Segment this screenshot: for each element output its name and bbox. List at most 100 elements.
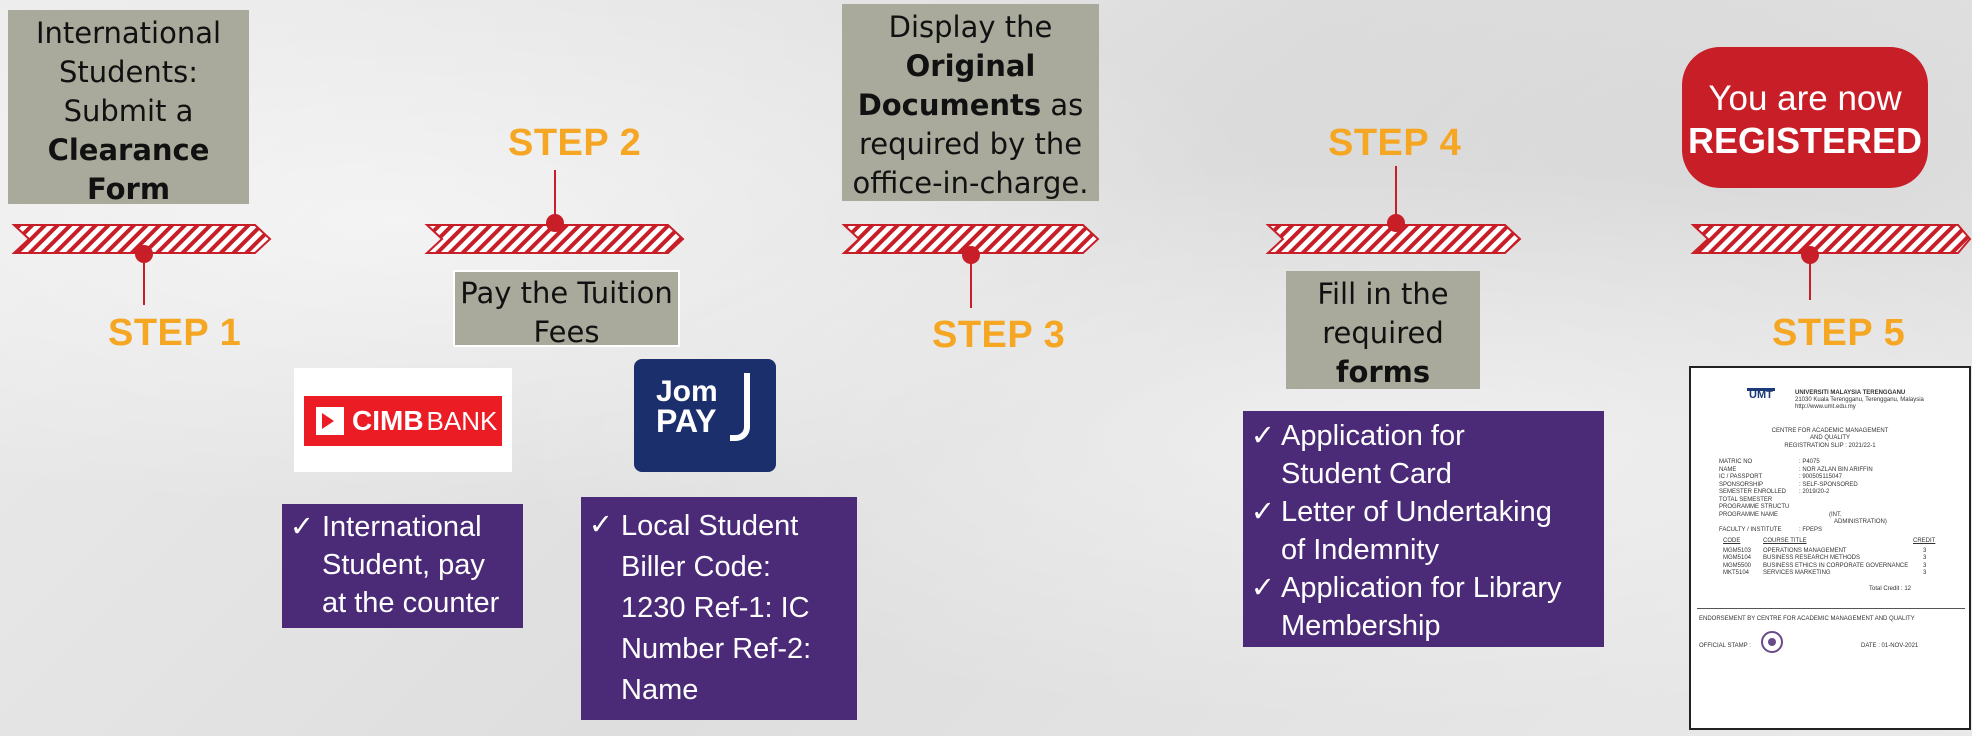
cimb-logo: CIMB BANK xyxy=(294,368,512,472)
field-value: : NOR AZLAN BIN ARIFFIN xyxy=(1799,466,1873,473)
slip-stamp-label: OFFICIAL STAMP : xyxy=(1699,643,1751,649)
course-credit: 3 xyxy=(1923,562,1927,569)
step2-label: STEP 2 xyxy=(508,122,642,164)
field-label: PROGRAMME NAME xyxy=(1719,511,1779,518)
step3-line4: required by the xyxy=(858,127,1083,161)
field-label: PROGRAMME STRUCTU xyxy=(1719,504,1790,510)
local-line: Local Student xyxy=(621,510,799,542)
field-value: : P4075 xyxy=(1799,459,1820,465)
field-value: : SELF-SPONSORED xyxy=(1799,481,1858,488)
slip-endorse: ENDORSEMENT BY CENTRE FOR ACADEMIC MANAG… xyxy=(1699,616,1915,622)
step1-box: International Students: Submit a Clearan… xyxy=(8,10,249,206)
course-header: CREDIT xyxy=(1913,538,1936,544)
check-icon: ✓ xyxy=(289,511,314,543)
jompay-line2: PAY xyxy=(656,403,717,439)
check-icon: ✓ xyxy=(588,509,613,541)
slip-uni: UNIVERSITI MALAYSIA TERENGGANU xyxy=(1795,390,1906,396)
cimb-brand: CIMB xyxy=(352,405,424,436)
check-icon: ✓ xyxy=(1250,496,1275,528)
intl-line: Student, pay xyxy=(322,549,485,581)
step2-line1: Pay the Tuition xyxy=(460,276,673,310)
slip-addr2: http://www.umt.edu.my xyxy=(1795,404,1856,410)
local-line: Name xyxy=(621,674,699,706)
slip-fields: MATRIC NO : P4075 NAME : NOR AZLAN BIN ARI… xyxy=(1719,459,1939,534)
course-title: OPERATIONS MANAGEMENT xyxy=(1763,547,1847,554)
field-value: : 900505115047 xyxy=(1799,474,1842,480)
field-label: FACULTY / INSTITUTE xyxy=(1719,526,1782,533)
forms-line: Letter of Undertaking xyxy=(1281,496,1552,528)
registered-line1: You are now xyxy=(1708,79,1902,118)
slip-title: REGISTRATION SLIP : 2021/22-1 xyxy=(1784,443,1876,449)
step3-line5: office-in-charge. xyxy=(852,166,1089,200)
slip-centre1: CENTRE FOR ACADEMIC MANAGEMENT xyxy=(1771,428,1889,434)
list-item: ✓ Application for Student Card xyxy=(1243,417,1600,493)
field-label: NAME xyxy=(1719,466,1737,473)
check-icon: ✓ xyxy=(1250,420,1275,452)
jompay-j-icon xyxy=(730,373,750,441)
course-code: MKT5104 xyxy=(1723,570,1750,576)
field-label: IC / PASSPORT xyxy=(1719,474,1763,480)
step4-line2: required xyxy=(1322,316,1444,350)
field-value: : FPEPS xyxy=(1799,526,1823,533)
step4-bold1: forms xyxy=(1335,355,1431,389)
arrow-3 xyxy=(841,224,1100,254)
course-credit: 3 xyxy=(1923,547,1927,554)
forms-line: of Indemnity xyxy=(1281,534,1439,566)
course-title: BUSINESS ETHICS IN CORPORATE GOVERNANCE xyxy=(1763,562,1909,569)
step1-line1: International xyxy=(35,16,222,50)
course-credit: 3 xyxy=(1923,555,1927,561)
field-label: SEMESTER ENROLLED xyxy=(1719,489,1787,495)
step1-line2: Students: xyxy=(58,55,199,89)
field-value: ADMINISTRATION) xyxy=(1834,519,1887,525)
list-item: ✓ International Student, pay at the coun… xyxy=(282,508,517,622)
course-title: BUSINESS RESEARCH METHODS xyxy=(1763,555,1861,561)
course-title: SERVICES MARKETING xyxy=(1763,570,1831,576)
jompay-logo: Jom PAY xyxy=(634,359,776,472)
marker-4 xyxy=(1387,214,1405,232)
step1-bold2: Form xyxy=(86,172,171,206)
registration-slip: UMT UNIVERSITI MALAYSIA TERENGGANU 21030… xyxy=(1689,366,1971,730)
jompay-line1: Jom xyxy=(656,375,718,408)
list-item: ✓ Local Student Biller Code: 1230 Ref-1:… xyxy=(581,506,851,711)
slip-date: DATE : 01-NOV-2021 xyxy=(1861,643,1919,649)
slip-total: Total Credit : 12 xyxy=(1869,586,1912,592)
registered-badge: You are now REGISTERED xyxy=(1682,47,1928,188)
step3-label: STEP 3 xyxy=(932,314,1066,356)
step4-box: Fill in the required forms xyxy=(1286,271,1480,389)
step4-line1: Fill in the xyxy=(1317,277,1449,311)
step1-line3: Submit a xyxy=(63,94,194,128)
step3-line1: Display the xyxy=(888,10,1053,44)
step1-label: STEP 1 xyxy=(108,312,242,354)
forms-line: Student Card xyxy=(1281,458,1452,490)
cimb-suffix: BANK xyxy=(426,405,498,436)
arrow-2 xyxy=(424,224,685,254)
marker-2 xyxy=(546,214,564,232)
forms-line: Application for Library xyxy=(1281,572,1562,604)
arrow-4 xyxy=(1265,224,1522,254)
local-line: 1230 Ref-1: IC xyxy=(621,592,810,624)
list-item: ✓ Application for Library Membership xyxy=(1243,569,1600,645)
local-line: Number Ref-2: xyxy=(621,633,812,665)
course-header: CODE xyxy=(1723,538,1741,544)
slip-addr1: 21030 Kuala Terengganu, Terengganu, Mala… xyxy=(1795,397,1924,403)
field-label: MATRIC NO xyxy=(1719,459,1753,465)
course-code: MGM5500 xyxy=(1723,562,1752,569)
local-payment-box: ✓ Local Student Biller Code: 1230 Ref-1:… xyxy=(581,497,857,720)
forms-line: Membership xyxy=(1281,610,1441,642)
arrow-5 xyxy=(1690,224,1972,254)
course-code: MGM5104 xyxy=(1723,555,1752,561)
course-credit: 3 xyxy=(1923,570,1927,576)
check-icon: ✓ xyxy=(1250,572,1275,604)
step3-box: Display the Original Documents as requir… xyxy=(842,4,1099,201)
marker-3 xyxy=(962,246,980,264)
arrow-1 xyxy=(11,224,272,254)
step3-bold2: Documents xyxy=(857,88,1042,122)
intl-line: International xyxy=(322,511,482,543)
local-line: Biller Code: xyxy=(621,551,771,583)
field-label: SPONSORSHIP xyxy=(1719,481,1764,488)
intl-line: at the counter xyxy=(322,587,500,619)
step3-after: as xyxy=(1041,88,1084,122)
step2-box: Pay the Tuition Fees xyxy=(453,270,680,349)
